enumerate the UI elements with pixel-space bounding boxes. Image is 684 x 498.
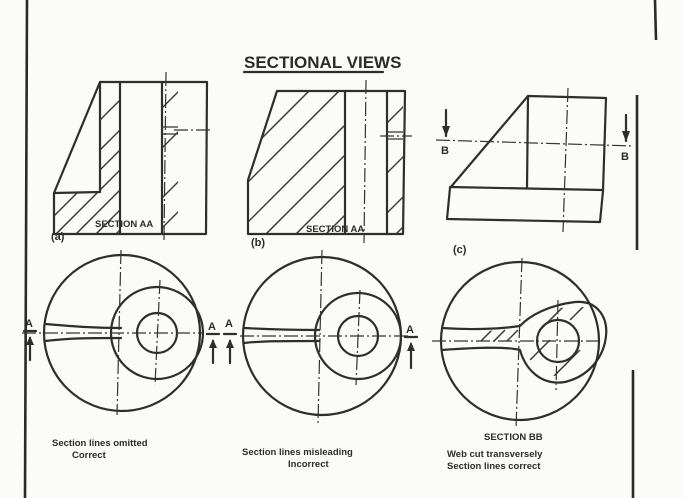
centerline-c — [562, 87, 569, 233]
centerline-b — [363, 79, 367, 244]
cut-label-b-left: B — [441, 145, 449, 157]
cut-label-b-left-extra: A — [225, 318, 233, 330]
web-edge-a — [43, 322, 123, 330]
centerline-c-v — [515, 257, 523, 429]
centerline-a-v — [116, 249, 122, 416]
arrowhead-icon — [209, 339, 217, 348]
base-top-edge-c — [448, 185, 604, 192]
hatching-b-right — [387, 105, 403, 234]
caption-a-line1: Section lines omitted — [52, 438, 148, 449]
left-border-line — [23, 0, 29, 498]
centerline-a-v2 — [154, 279, 161, 386]
caption-b-line2: Incorrect — [288, 459, 329, 470]
cut-label-a-right: A — [208, 321, 216, 333]
view-b-section: SECTION AA (b) — [246, 79, 412, 249]
arrowhead-icon — [26, 336, 34, 345]
plan-view-a: A A Section lines omitted Correct — [22, 249, 221, 461]
boss-outline-c — [440, 300, 608, 384]
section-label-c: SECTION BB — [484, 432, 543, 443]
centerline-a — [163, 71, 167, 241]
arrowhead-icon — [407, 342, 415, 351]
right-border-line — [653, 0, 658, 41]
page-title: SECTIONAL VIEWS — [244, 53, 401, 72]
caption-b-line1: Section lines misleading — [242, 447, 353, 458]
part-outline-a — [52, 80, 209, 236]
view-label-b: (b) — [251, 237, 265, 249]
cut-label-b-right: A — [406, 324, 414, 336]
view-label-c: (c) — [453, 244, 467, 256]
hatching-b-left — [248, 91, 345, 234]
centerline-b-v2 — [355, 289, 361, 386]
cutting-plane-bb — [435, 139, 635, 147]
inner-step-a — [52, 80, 102, 195]
plan-view-c-section-bb: SECTION BB Web cut transversely Section … — [432, 257, 608, 472]
caption-a-line2: Correct — [72, 450, 107, 461]
arrowhead-icon — [622, 131, 630, 142]
arrowhead-icon — [226, 339, 234, 348]
cut-label-b-right: B — [621, 151, 629, 163]
view-c-exterior: B B (c) — [435, 87, 635, 256]
hatching-a-right — [162, 90, 178, 230]
arrowhead-icon — [442, 126, 450, 137]
web-edge-b — [242, 339, 321, 345]
web-edge-b — [242, 326, 321, 332]
view-label-a: (a) — [51, 231, 65, 243]
view-a-section: SECTION AA (a) — [51, 71, 210, 243]
part-outline-b — [246, 89, 407, 236]
centerline-c-v2 — [555, 299, 559, 391]
section-label-a: SECTION AA — [95, 219, 153, 230]
caption-c-line1: Web cut transversely — [447, 449, 543, 460]
cut-label-a-left: A — [25, 318, 33, 330]
plan-view-b: A A Section lines misleading Incorrect — [222, 249, 419, 470]
web-edge-c — [525, 94, 530, 190]
centerline-b-v — [317, 249, 323, 424]
section-label-b: SECTION AA — [306, 224, 364, 235]
web-edge-a — [43, 336, 123, 343]
caption-c-line2: Section lines correct — [447, 461, 541, 472]
